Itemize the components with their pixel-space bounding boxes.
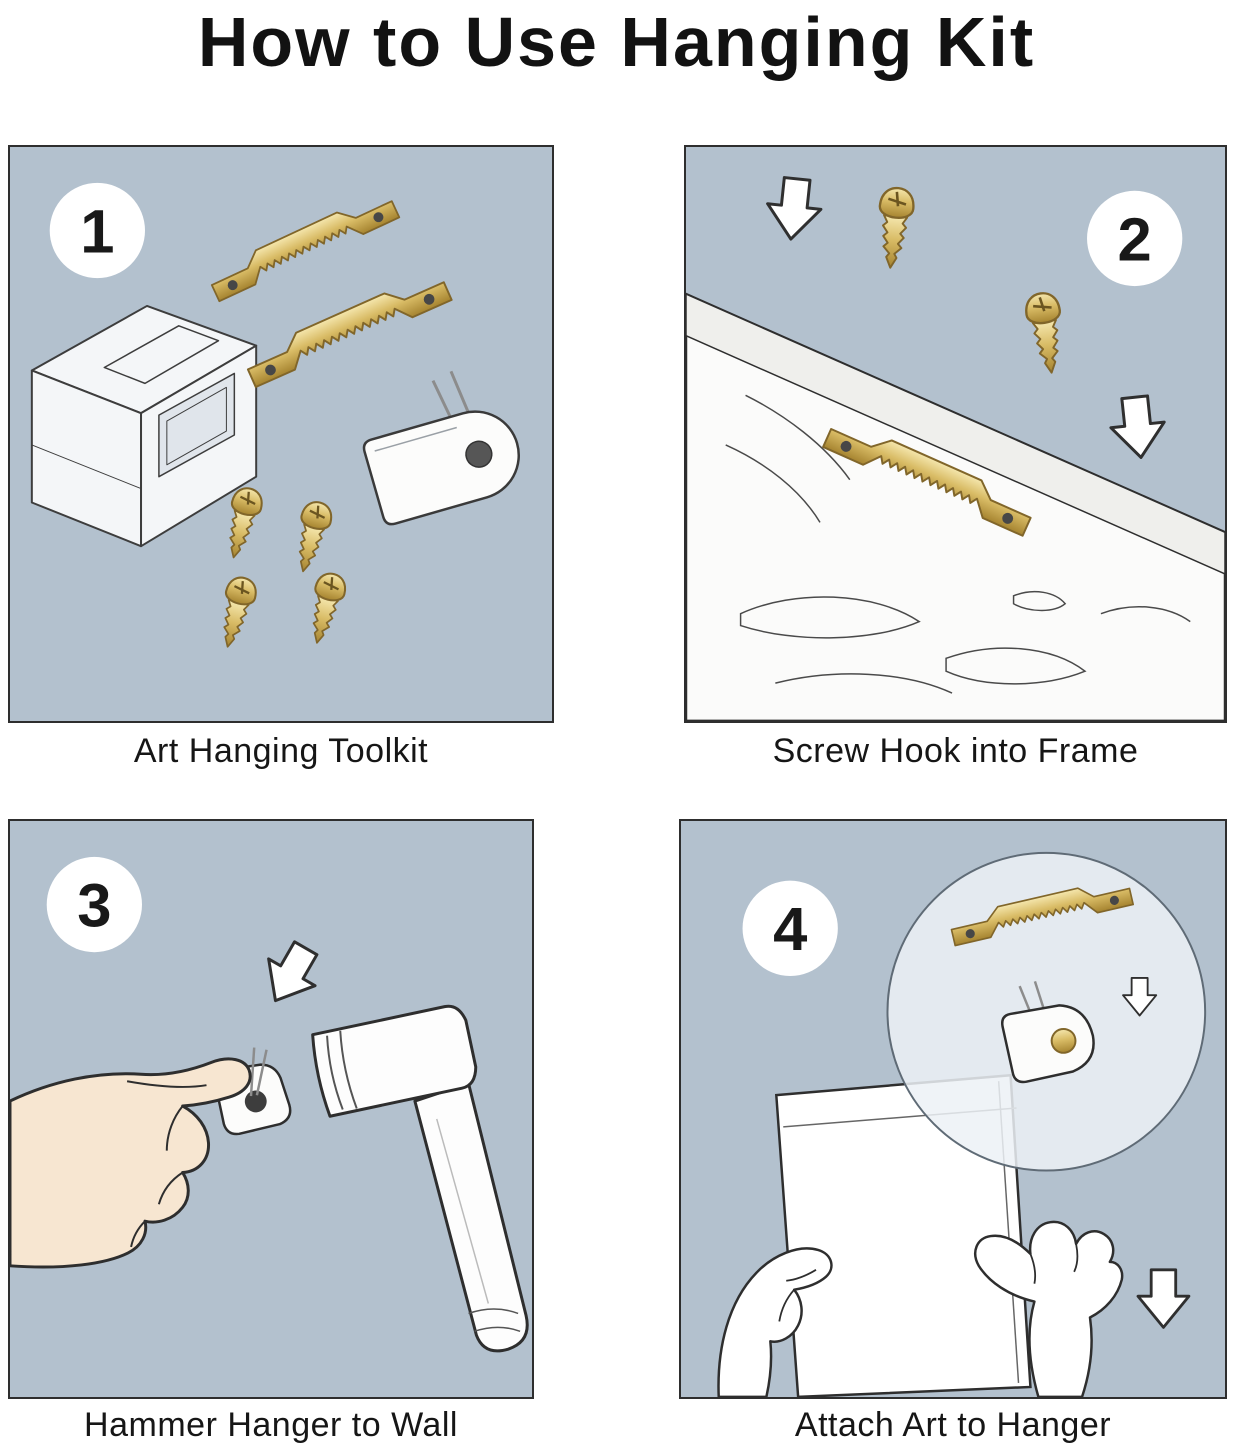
frame-board-illustration (686, 292, 1225, 721)
panel-caption: Screw Hook into Frame (772, 732, 1139, 770)
hand-illustration (974, 1220, 1124, 1397)
step-number-badge: 1 (49, 182, 146, 279)
screw-icon (218, 484, 267, 563)
sawtooth-hanger-icon (241, 268, 453, 389)
hammer-illustration (311, 1004, 529, 1353)
panel-caption: Art Hanging Toolkit (133, 732, 429, 770)
screw-icon (287, 497, 336, 577)
hand-illustration (717, 1247, 833, 1397)
step-number-badge: 3 (46, 856, 142, 953)
svg-text:3: 3 (77, 871, 111, 940)
page-title: How to Use Hanging Kit (197, 3, 1036, 81)
panel-step-4: 4 (679, 819, 1227, 1399)
sawtooth-hanger-icon (205, 188, 401, 303)
hand-illustration (10, 1057, 252, 1269)
screw-icon (212, 573, 261, 652)
svg-text:1: 1 (80, 197, 114, 266)
panel-caption: Attach Art to Hanger (794, 1406, 1112, 1444)
down-arrow-icon (762, 174, 826, 244)
step-number-badge: 2 (1087, 190, 1183, 287)
screw-icon (1022, 289, 1070, 377)
screw-icon (301, 569, 350, 648)
wall-hook-illustration (1001, 981, 1095, 1084)
svg-text:2: 2 (1118, 205, 1152, 274)
toolkit-box-illustration (30, 304, 258, 548)
panel-step-2: 2 (684, 145, 1227, 723)
screw-icon (872, 185, 917, 271)
step-number-badge: 4 (742, 880, 838, 976)
down-arrow-icon (1106, 392, 1170, 462)
panel-step-3: 3 (8, 819, 534, 1399)
down-arrow-icon (1136, 1268, 1191, 1329)
wall-hook-illustration (362, 370, 520, 526)
panel-caption: Hammer Hanger to Wall (84, 1406, 458, 1444)
down-arrow-icon (250, 933, 331, 1016)
panel-step-1: 1 (8, 145, 554, 723)
svg-text:4: 4 (773, 895, 807, 964)
